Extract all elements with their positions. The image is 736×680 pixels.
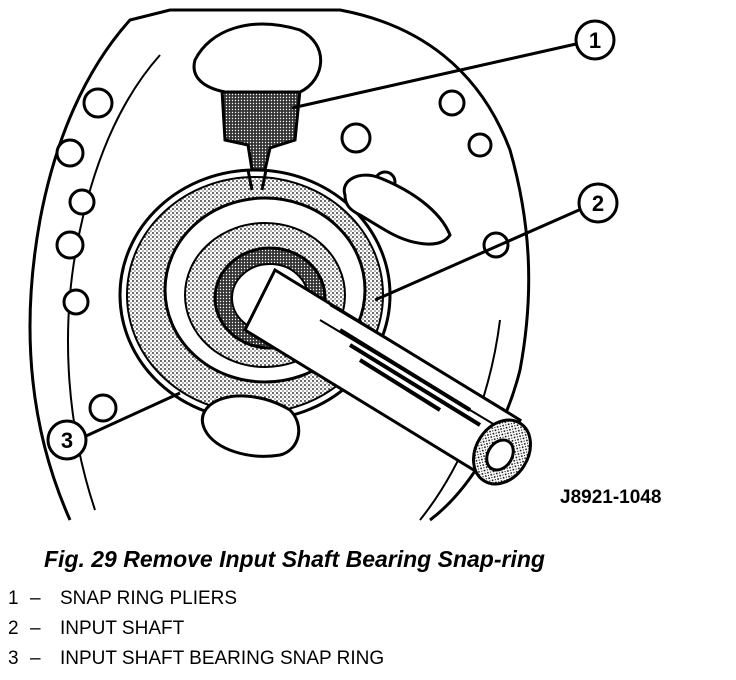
callout-1: 1 xyxy=(291,19,616,110)
legend-number: 2 xyxy=(8,618,19,639)
legend-dash: – xyxy=(30,648,41,669)
legend-text: SNAP RING PLIERS xyxy=(60,588,238,609)
technician-hands xyxy=(192,22,452,458)
svg-text:1: 1 xyxy=(589,28,601,53)
legend-item: 2–INPUT SHAFT xyxy=(8,614,384,644)
svg-text:2: 2 xyxy=(592,191,604,216)
callout-3: 3 xyxy=(46,391,181,461)
legend-text: INPUT SHAFT BEARING SNAP RING xyxy=(60,648,385,669)
legend-number: 1 xyxy=(8,588,19,609)
callout-2: 2 xyxy=(374,182,619,302)
legend-number: 3 xyxy=(8,648,19,669)
legend-item: 1–SNAP RING PLIERS xyxy=(8,584,384,614)
transmission-illustration: 1 2 3 J8921-1048 xyxy=(28,8,661,522)
legend-dash: – xyxy=(30,588,41,609)
figure-caption: Fig. 29 Remove Input Shaft Bearing Snap-… xyxy=(44,546,545,572)
figure-legend: 1–SNAP RING PLIERS 2–INPUT SHAFT 3–INPUT… xyxy=(8,584,384,674)
legend-item: 3–INPUT SHAFT BEARING SNAP RING xyxy=(8,644,384,674)
svg-text:3: 3 xyxy=(61,428,73,453)
drawing-code: J8921-1048 xyxy=(560,487,661,508)
input-shaft xyxy=(243,267,532,486)
case-bolt-holes xyxy=(55,87,510,423)
legend-text: INPUT SHAFT xyxy=(60,618,185,639)
legend-dash: – xyxy=(30,618,41,639)
